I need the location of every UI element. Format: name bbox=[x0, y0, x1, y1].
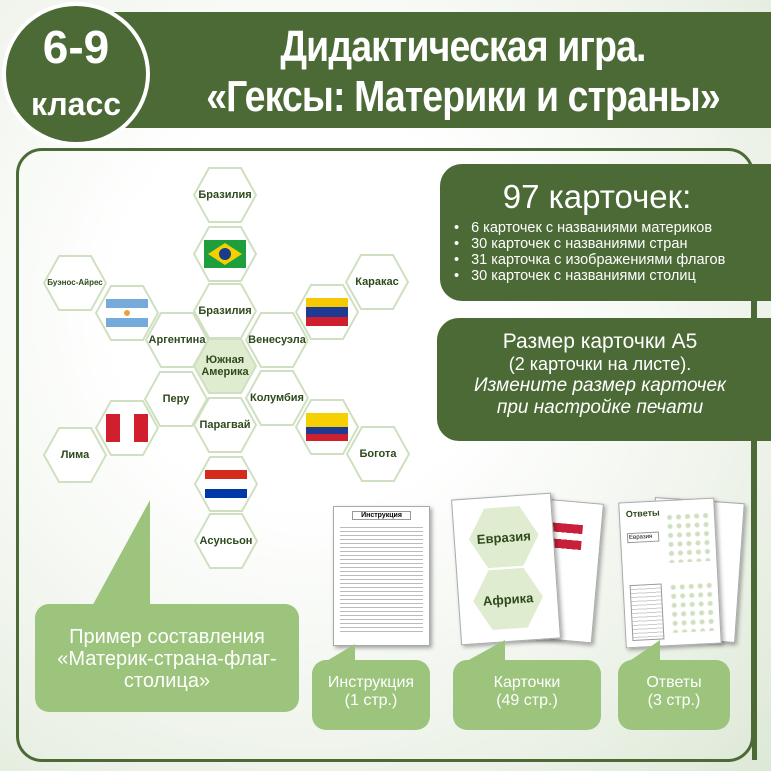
hex-paraguay: Парагвай bbox=[193, 397, 257, 453]
answers-diagram bbox=[664, 510, 712, 564]
grade-label: класс bbox=[30, 86, 122, 122]
bubble-pointer bbox=[90, 500, 150, 610]
hex-flag-pe bbox=[95, 400, 159, 456]
hex-shape bbox=[145, 312, 209, 368]
bubble-pointer bbox=[325, 644, 355, 662]
hex-label: Венесуэла bbox=[248, 334, 306, 346]
card-count-title: 97 карточек: bbox=[502, 178, 692, 215]
size-title: Размер карточки А5 bbox=[502, 330, 698, 353]
hex-label: Лима bbox=[60, 449, 90, 461]
hex-label: Перу bbox=[162, 393, 190, 405]
grade-range: 6-9 bbox=[42, 21, 110, 73]
hex-flag-co bbox=[295, 399, 359, 455]
hex-label: Колумбия bbox=[250, 392, 304, 404]
hex-flag-ar bbox=[95, 285, 159, 341]
hex-label: Каракас bbox=[355, 276, 399, 288]
instruction-pages: (1 стр.) bbox=[344, 692, 398, 709]
card-eurasia: Евразия bbox=[467, 505, 541, 570]
size-note-1: Измените размер карточек bbox=[473, 375, 727, 396]
flag-ve-icon bbox=[306, 298, 348, 326]
size-subtitle: (2 карточки на листе). bbox=[508, 354, 692, 374]
hex-peru: Перу bbox=[144, 371, 208, 427]
card-count-box: 97 карточек: 6 карточек с названиями мат… bbox=[440, 164, 771, 301]
hex-shape bbox=[345, 254, 409, 310]
hex-shape bbox=[193, 167, 257, 223]
panel-edge bbox=[752, 170, 757, 760]
card-page-front: Евразия Африка bbox=[451, 492, 561, 646]
example-caption: Пример составления «Материк-страна-флаг-… bbox=[35, 604, 299, 712]
instruction-text-lines bbox=[340, 524, 423, 634]
hex-shape bbox=[194, 513, 258, 569]
hex-shape bbox=[144, 371, 208, 427]
answers-diagram-2 bbox=[668, 580, 716, 634]
hex-shape bbox=[346, 426, 410, 482]
title-banner: Дидактическая игра. «Гексы: Материки и с… bbox=[95, 12, 771, 128]
hex-label: Богота bbox=[359, 448, 397, 460]
title-line-2: «Гексы: Материки и страны» bbox=[206, 72, 720, 121]
list-item: 30 карточек с названиями столиц bbox=[454, 268, 771, 284]
hex-flag-br bbox=[193, 226, 257, 282]
title-line-1: Дидактическая игра. bbox=[280, 22, 646, 71]
cards-bubble: Карточки (49 стр.) bbox=[453, 660, 601, 730]
instruction-doc-title: Инструкция bbox=[352, 511, 411, 520]
hex-venezuela: Венесуэла bbox=[245, 312, 309, 368]
hex-bogota: Богота bbox=[346, 426, 410, 482]
list-item: 6 карточек с названиями материков bbox=[454, 220, 771, 236]
hex-shape bbox=[43, 255, 107, 311]
instruction-label: Инструкция bbox=[327, 674, 415, 691]
hex-shape bbox=[43, 427, 107, 483]
size-note-2: при настройке печати bbox=[496, 397, 704, 418]
cards-label: Карточки bbox=[493, 674, 561, 691]
hex-label: Южная Америка bbox=[201, 354, 249, 378]
hex-colombia: Колумбия bbox=[245, 370, 309, 426]
answers-doc-title: Ответы bbox=[625, 507, 660, 520]
hex-brazil: Бразилия bbox=[193, 283, 257, 339]
flag-py-icon bbox=[205, 470, 247, 498]
hex-label: Парагвай bbox=[199, 419, 251, 431]
flag-pe-icon bbox=[106, 414, 148, 442]
hex-brasilia-top: Бразилия bbox=[193, 167, 257, 223]
list-item: 30 карточек с названиями стран bbox=[454, 236, 771, 252]
hex-shape bbox=[245, 312, 309, 368]
answers-bubble: Ответы (3 стр.) bbox=[618, 660, 730, 730]
hex-label: Буэнос-Айрес bbox=[47, 278, 103, 287]
flag-co-icon bbox=[306, 413, 348, 441]
bubble-pointer bbox=[628, 640, 660, 662]
hex-label: Бразилия bbox=[198, 305, 252, 317]
answers-textbox bbox=[629, 583, 665, 642]
bubble-pointer bbox=[465, 640, 505, 662]
answers-pages: (3 стр.) bbox=[647, 692, 701, 709]
instruction-bubble: Инструкция (1 стр.) bbox=[312, 660, 430, 730]
hex-label: Аргентина bbox=[148, 334, 206, 346]
answers-page-front: Ответы Евразия bbox=[618, 497, 722, 649]
flag-br-icon bbox=[204, 240, 246, 268]
answers-label: Ответы bbox=[646, 674, 702, 691]
list-item: 31 карточка с изображениями флагов bbox=[454, 252, 771, 268]
hex-shape bbox=[245, 370, 309, 426]
cards-pages: (49 стр.) bbox=[496, 692, 558, 709]
hex-caracas: Каракас bbox=[345, 254, 409, 310]
hex-buenos-aires: Буэнос-Айрес bbox=[43, 255, 107, 311]
card-count-list: 6 карточек с названиями материков 30 кар… bbox=[454, 220, 771, 284]
hex-shape bbox=[193, 397, 257, 453]
hex-argentina: Аргентина bbox=[145, 312, 209, 368]
instruction-preview: Инструкция bbox=[333, 506, 430, 646]
hex-flag-ve bbox=[295, 284, 359, 340]
card-size-box: Размер карточки А5 (2 карточки на листе)… bbox=[437, 318, 771, 441]
hex-label: Асунсьон bbox=[199, 535, 253, 547]
grade-badge: 6-9 класс bbox=[2, 2, 150, 146]
flag-ar-icon bbox=[106, 299, 148, 327]
hex-asuncion: Асунсьон bbox=[194, 513, 258, 569]
hex-lima: Лима bbox=[43, 427, 107, 483]
hex-label: Бразилия bbox=[198, 189, 252, 201]
answers-field: Евразия bbox=[626, 531, 660, 544]
card-africa: Африка bbox=[471, 567, 545, 632]
hex-flag-py bbox=[194, 456, 258, 512]
